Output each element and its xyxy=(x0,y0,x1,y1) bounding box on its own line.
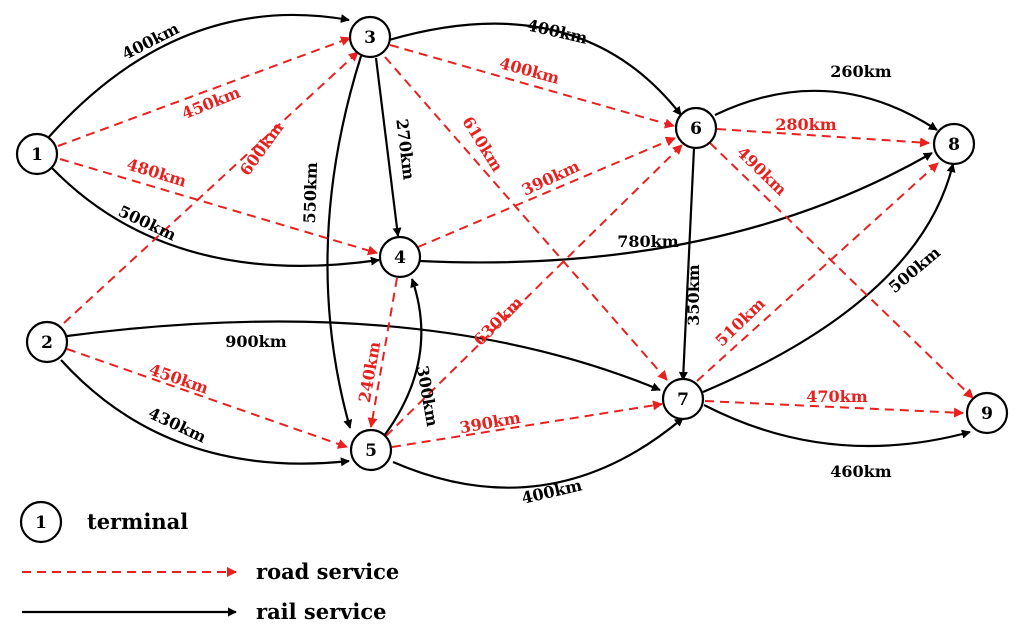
legend-node-sample: 1 xyxy=(35,513,47,533)
road-edge-3-7 xyxy=(384,56,668,381)
rail-edge-7-9 xyxy=(703,404,971,448)
node-2-label: 2 xyxy=(41,333,53,353)
legend-road-label: road service xyxy=(256,559,399,584)
label-rail-3-4: 270km xyxy=(392,118,418,181)
label-road-2-5: 450km xyxy=(147,360,211,398)
label-rail-3-5: 550km xyxy=(300,162,321,224)
rail-edge-1-3 xyxy=(47,13,350,139)
road-edge-5-6 xyxy=(385,144,683,437)
road-edge-3-6 xyxy=(389,44,675,129)
road-edge-7-8 xyxy=(696,162,939,382)
label-rail-2-7: 900km xyxy=(225,332,286,351)
road-edge-1-4 xyxy=(59,158,378,256)
node-5-label: 5 xyxy=(365,441,377,461)
node-7-label: 7 xyxy=(677,390,689,410)
road-edge-6-8 xyxy=(716,128,930,148)
rail-edge-3-4 xyxy=(374,57,402,237)
legend-rail: rail service xyxy=(22,599,387,624)
label-road-4-6: 390km xyxy=(519,156,583,199)
legend-rail-label: rail service xyxy=(256,599,387,624)
label-road-2-3: 600km xyxy=(236,118,288,179)
road-edge-2-5 xyxy=(66,348,348,449)
road-edge-1-3 xyxy=(57,36,351,147)
node-8-label: 8 xyxy=(948,135,960,155)
rail-edge-7-8 xyxy=(702,163,956,394)
node-4: 4 xyxy=(378,235,422,279)
label-road-6-8: 280km xyxy=(775,115,836,134)
label-rail-6-7: 350km xyxy=(684,264,703,325)
label-road-5-7: 390km xyxy=(458,408,522,437)
node-6: 6 xyxy=(674,106,718,150)
node-3: 3 xyxy=(348,15,392,59)
label-rail-7-9: 460km xyxy=(830,462,891,481)
road-edge-2-3 xyxy=(63,51,359,324)
rail-edge-6-7 xyxy=(678,147,696,381)
road-edge-6-9 xyxy=(709,142,974,399)
label-road-1-3: 450km xyxy=(179,83,243,124)
label-rail-6-8: 260km xyxy=(830,62,891,81)
road-edge-4-5 xyxy=(367,277,398,428)
legend-terminal: 1 terminal xyxy=(19,500,188,544)
rail-edge-2-5 xyxy=(60,359,350,467)
label-rail-4-8: 780km xyxy=(617,232,678,251)
label-rail-5-7: 400km xyxy=(520,475,584,507)
rail-edge-5-4 xyxy=(383,278,423,437)
road-edge-7-9 xyxy=(704,400,964,418)
legend-terminal-label: terminal xyxy=(87,509,188,534)
label-rail-3-6: 400km xyxy=(525,15,589,47)
node-7: 7 xyxy=(661,377,705,421)
label-rail-5-4: 300km xyxy=(413,364,442,428)
label-road-7-9: 470km xyxy=(806,387,867,406)
node-9: 9 xyxy=(965,391,1009,435)
node-4-label: 4 xyxy=(394,248,406,268)
road-edge-4-6 xyxy=(417,136,676,248)
label-rail-1-4: 500km xyxy=(115,201,179,244)
rail-edge-1-4 xyxy=(50,166,380,267)
label-rail-2-5: 430km xyxy=(145,403,209,446)
node-1-label: 1 xyxy=(31,145,43,165)
node-6-label: 6 xyxy=(690,119,702,139)
label-road-3-7: 610km xyxy=(458,113,507,175)
rail-edge-2-7 xyxy=(66,320,661,392)
rail-edge-3-5 xyxy=(326,55,363,429)
road-edge-5-7 xyxy=(391,400,663,448)
rail-edge-6-8 xyxy=(714,89,938,131)
node-3-label: 3 xyxy=(364,28,376,48)
rail-edge-5-7 xyxy=(392,417,684,489)
legend-road: road service xyxy=(22,559,399,584)
node-9-label: 9 xyxy=(981,404,993,424)
label-road-3-6: 400km xyxy=(497,54,561,88)
rail-edge-3-6 xyxy=(388,22,682,116)
legend: 1 terminal road service rail service xyxy=(19,500,399,624)
label-road-1-4: 480km xyxy=(124,155,188,191)
label-road-6-9: 490km xyxy=(733,143,790,199)
label-road-7-8: 510km xyxy=(711,294,768,350)
node-2: 2 xyxy=(25,320,69,364)
node-8: 8 xyxy=(932,122,976,166)
node-5: 5 xyxy=(349,428,393,472)
node-1: 1 xyxy=(15,132,59,176)
rail-edge-4-8 xyxy=(419,152,933,264)
